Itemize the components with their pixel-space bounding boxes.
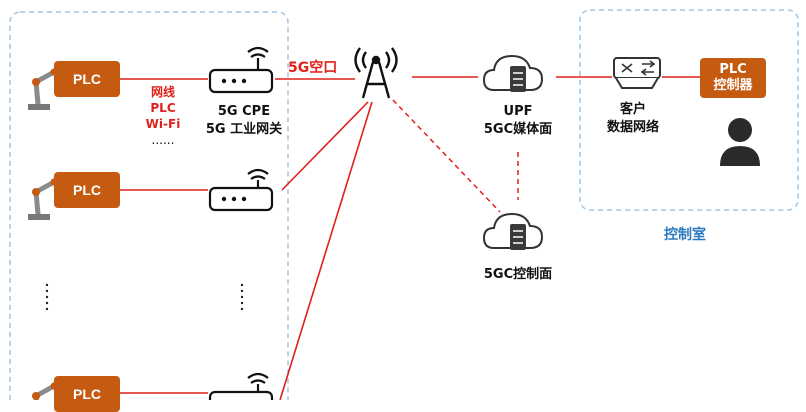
cpe-label: 5G CPE 5G 工业网关 [192,103,296,139]
link-cpe-tower-3 [279,101,373,400]
upf-line-2: 5GC媒体面 [483,122,553,137]
router-icon [208,372,274,400]
antenna-tower-icon [354,47,398,99]
link-type-2: PLC [150,101,176,115]
plc-box-3: PLC [54,376,120,412]
link-tower-control-dashed [392,99,501,213]
cloud-server-icon [482,212,544,250]
plc-controller-box: PLC 控制器 [700,58,766,98]
link-type-1: 网线 [150,85,175,99]
network-diagram [9,9,799,400]
plc-controller-line-1: PLC [719,62,747,77]
control-room-label: 控制室 [664,227,706,243]
link-type-4: ...... [151,133,175,147]
plc-box-2: PLC [54,172,120,208]
router-icon [208,168,274,212]
cpe-line-1: 5G CPE [217,104,271,119]
air-interface-label: 5G空口 [288,60,338,76]
upf-label: UPF 5GC媒体面 [470,103,566,139]
link-types-label: 网线 PLC Wi-Fi ...... [138,84,188,148]
cpe-line-2: 5G 工业网关 [205,122,283,137]
link-type-3: Wi-Fi [145,117,181,131]
plc-controller-line-2: 控制器 [713,78,753,93]
cloud-server-icon [482,54,544,92]
control-room-zone [579,9,799,211]
router-icon [208,46,274,94]
plc-box-1: PLC [54,61,120,97]
customer-network-label: 客户 数据网络 [590,101,676,137]
link-cpe-tower-2 [281,101,369,191]
upf-line-1: UPF [503,104,533,119]
customer-network-line-2: 数据网络 [606,120,659,135]
user-icon [720,118,760,166]
factory-zone [9,11,289,400]
network-switch-icon [613,57,661,89]
control-plane-label: 5GC控制面 [483,267,553,282]
customer-network-line-1: 客户 [619,102,646,117]
